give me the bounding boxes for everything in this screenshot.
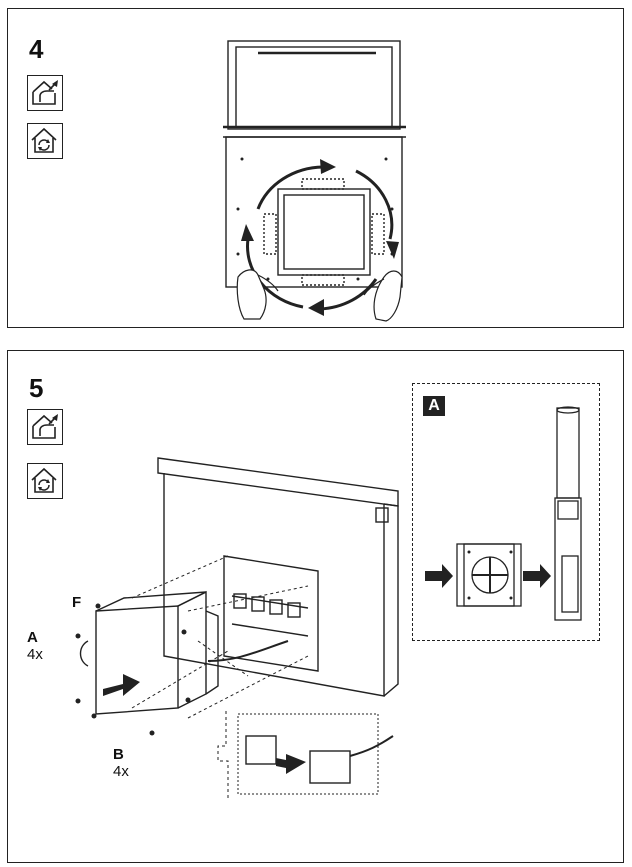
step-4-panel: 4	[7, 8, 624, 328]
callout-A-tag: A	[423, 396, 445, 416]
house-vent-out-icon	[27, 409, 63, 445]
air-flow-direction-figure	[425, 406, 582, 621]
motor-mounting-figure	[75, 457, 399, 798]
house-recirculation-icon	[27, 123, 63, 159]
step-5-panel: 5	[7, 350, 624, 863]
step-4-number: 4	[29, 34, 44, 64]
label-B-count: 4x	[113, 763, 129, 780]
label-A-count: 4x	[27, 646, 43, 663]
callout-A-frame	[412, 383, 600, 641]
hood-rotation-figure	[223, 40, 406, 322]
label-A: A	[27, 629, 38, 646]
house-recirculation-icon	[27, 463, 63, 499]
label-F: F	[72, 594, 82, 611]
step-5-number: 5	[29, 373, 44, 403]
house-vent-out-icon	[27, 75, 63, 111]
label-B: B	[113, 746, 124, 763]
